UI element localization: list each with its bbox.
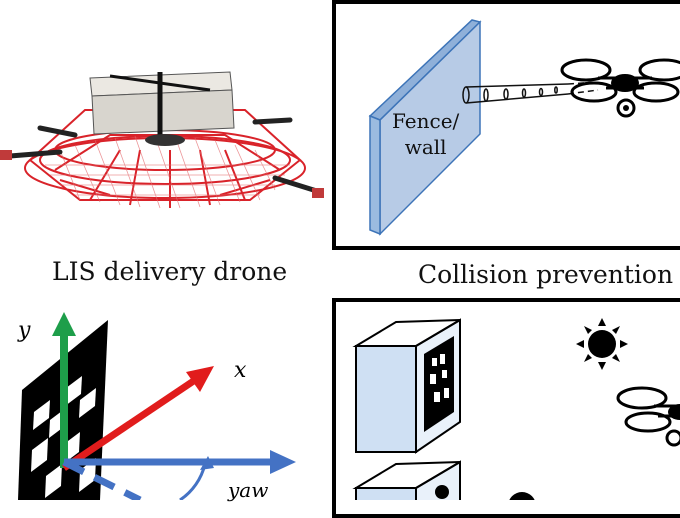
wall-label: Fence/ wall [392, 108, 459, 160]
z-axis-arrowhead [270, 450, 296, 474]
caption-collision: Collision prevention [418, 260, 674, 289]
collision-panel-frame [332, 0, 680, 250]
wall-label-line1: Fence/ [392, 109, 460, 133]
caption-delivery-drone: LIS delivery drone [52, 257, 288, 286]
marker-axes-illustration [18, 312, 296, 500]
axis-x-label: x [234, 358, 247, 383]
wall-label-line2: wall [404, 135, 447, 159]
y-axis-arrowhead [52, 312, 76, 336]
delivery-drone-photo [0, 71, 324, 209]
x-axis-arrowhead [186, 366, 214, 392]
scene-illustration [352, 318, 680, 500]
collision-illustration [368, 19, 680, 236]
axis-y-label: y [18, 318, 31, 343]
building-with-marker-icon [352, 318, 461, 454]
sun-icon [576, 318, 628, 370]
axis-yaw-label: yaw [228, 478, 269, 502]
